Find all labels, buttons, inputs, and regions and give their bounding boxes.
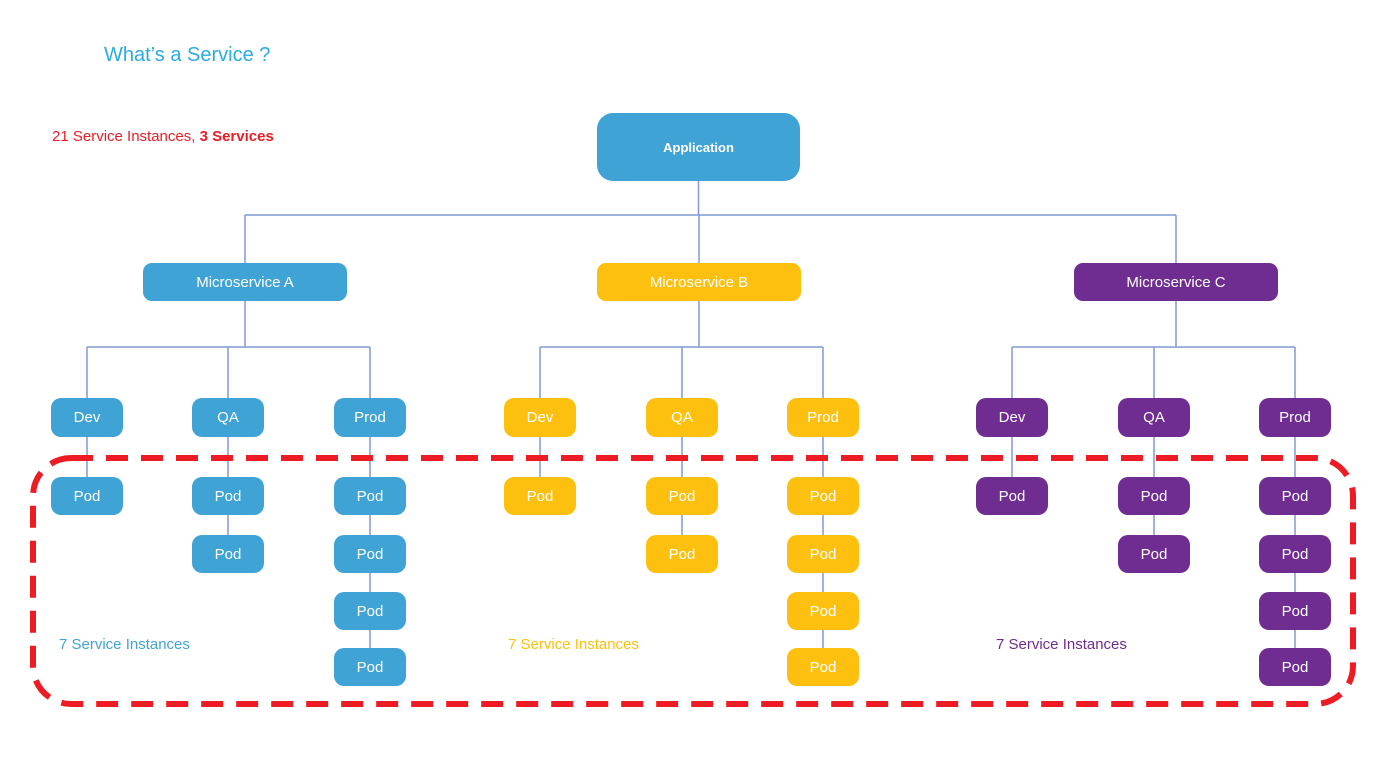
application-node: Application: [597, 113, 800, 181]
subtitle: 21 Service Instances, 3 Services: [52, 128, 274, 145]
env-node-b-qa: QA: [646, 398, 718, 437]
pod-node-c-qa-2: Pod: [1118, 535, 1190, 573]
env-node-b-prod: Prod: [787, 398, 859, 437]
pod-node-a-prod-2: Pod: [334, 535, 406, 573]
instances-count-a: 7 Service Instances: [59, 636, 190, 653]
pod-node-c-qa-1: Pod: [1118, 477, 1190, 515]
connector-lines: [86, 181, 1296, 648]
pod-node-b-qa-1: Pod: [646, 477, 718, 515]
pod-node-a-qa-2: Pod: [192, 535, 264, 573]
pod-node-c-dev-1: Pod: [976, 477, 1048, 515]
microservice-b-node: Microservice B: [597, 263, 801, 301]
pod-node-b-prod-4: Pod: [787, 648, 859, 686]
pod-node-c-prod-1: Pod: [1259, 477, 1331, 515]
env-node-c-qa: QA: [1118, 398, 1190, 437]
env-node-c-dev: Dev: [976, 398, 1048, 437]
pod-node-b-dev-1: Pod: [504, 477, 576, 515]
pod-node-a-prod-4: Pod: [334, 648, 406, 686]
pod-node-b-prod-2: Pod: [787, 535, 859, 573]
instances-count-b: 7 Service Instances: [508, 636, 639, 653]
subtitle-bold: 3 Services: [199, 128, 274, 145]
pod-node-b-prod-3: Pod: [787, 592, 859, 630]
pod-node-b-prod-1: Pod: [787, 477, 859, 515]
env-node-a-prod: Prod: [334, 398, 406, 437]
microservice-a-node: Microservice A: [143, 263, 347, 301]
pod-node-c-prod-3: Pod: [1259, 592, 1331, 630]
pod-node-a-prod-1: Pod: [334, 477, 406, 515]
pod-node-a-qa-1: Pod: [192, 477, 264, 515]
pod-node-a-dev-1: Pod: [51, 477, 123, 515]
env-node-c-prod: Prod: [1259, 398, 1331, 437]
env-node-b-dev: Dev: [504, 398, 576, 437]
pod-node-a-prod-3: Pod: [334, 592, 406, 630]
pod-node-c-prod-4: Pod: [1259, 648, 1331, 686]
pod-node-b-qa-2: Pod: [646, 535, 718, 573]
pod-node-c-prod-2: Pod: [1259, 535, 1331, 573]
instances-boundary-outline: [30, 455, 1356, 707]
page-title: What’s a Service ?: [104, 44, 271, 66]
env-node-a-dev: Dev: [51, 398, 123, 437]
microservice-c-node: Microservice C: [1074, 263, 1278, 301]
subtitle-regular: 21 Service Instances,: [52, 128, 200, 145]
env-node-a-qa: QA: [192, 398, 264, 437]
instances-count-c: 7 Service Instances: [996, 636, 1127, 653]
